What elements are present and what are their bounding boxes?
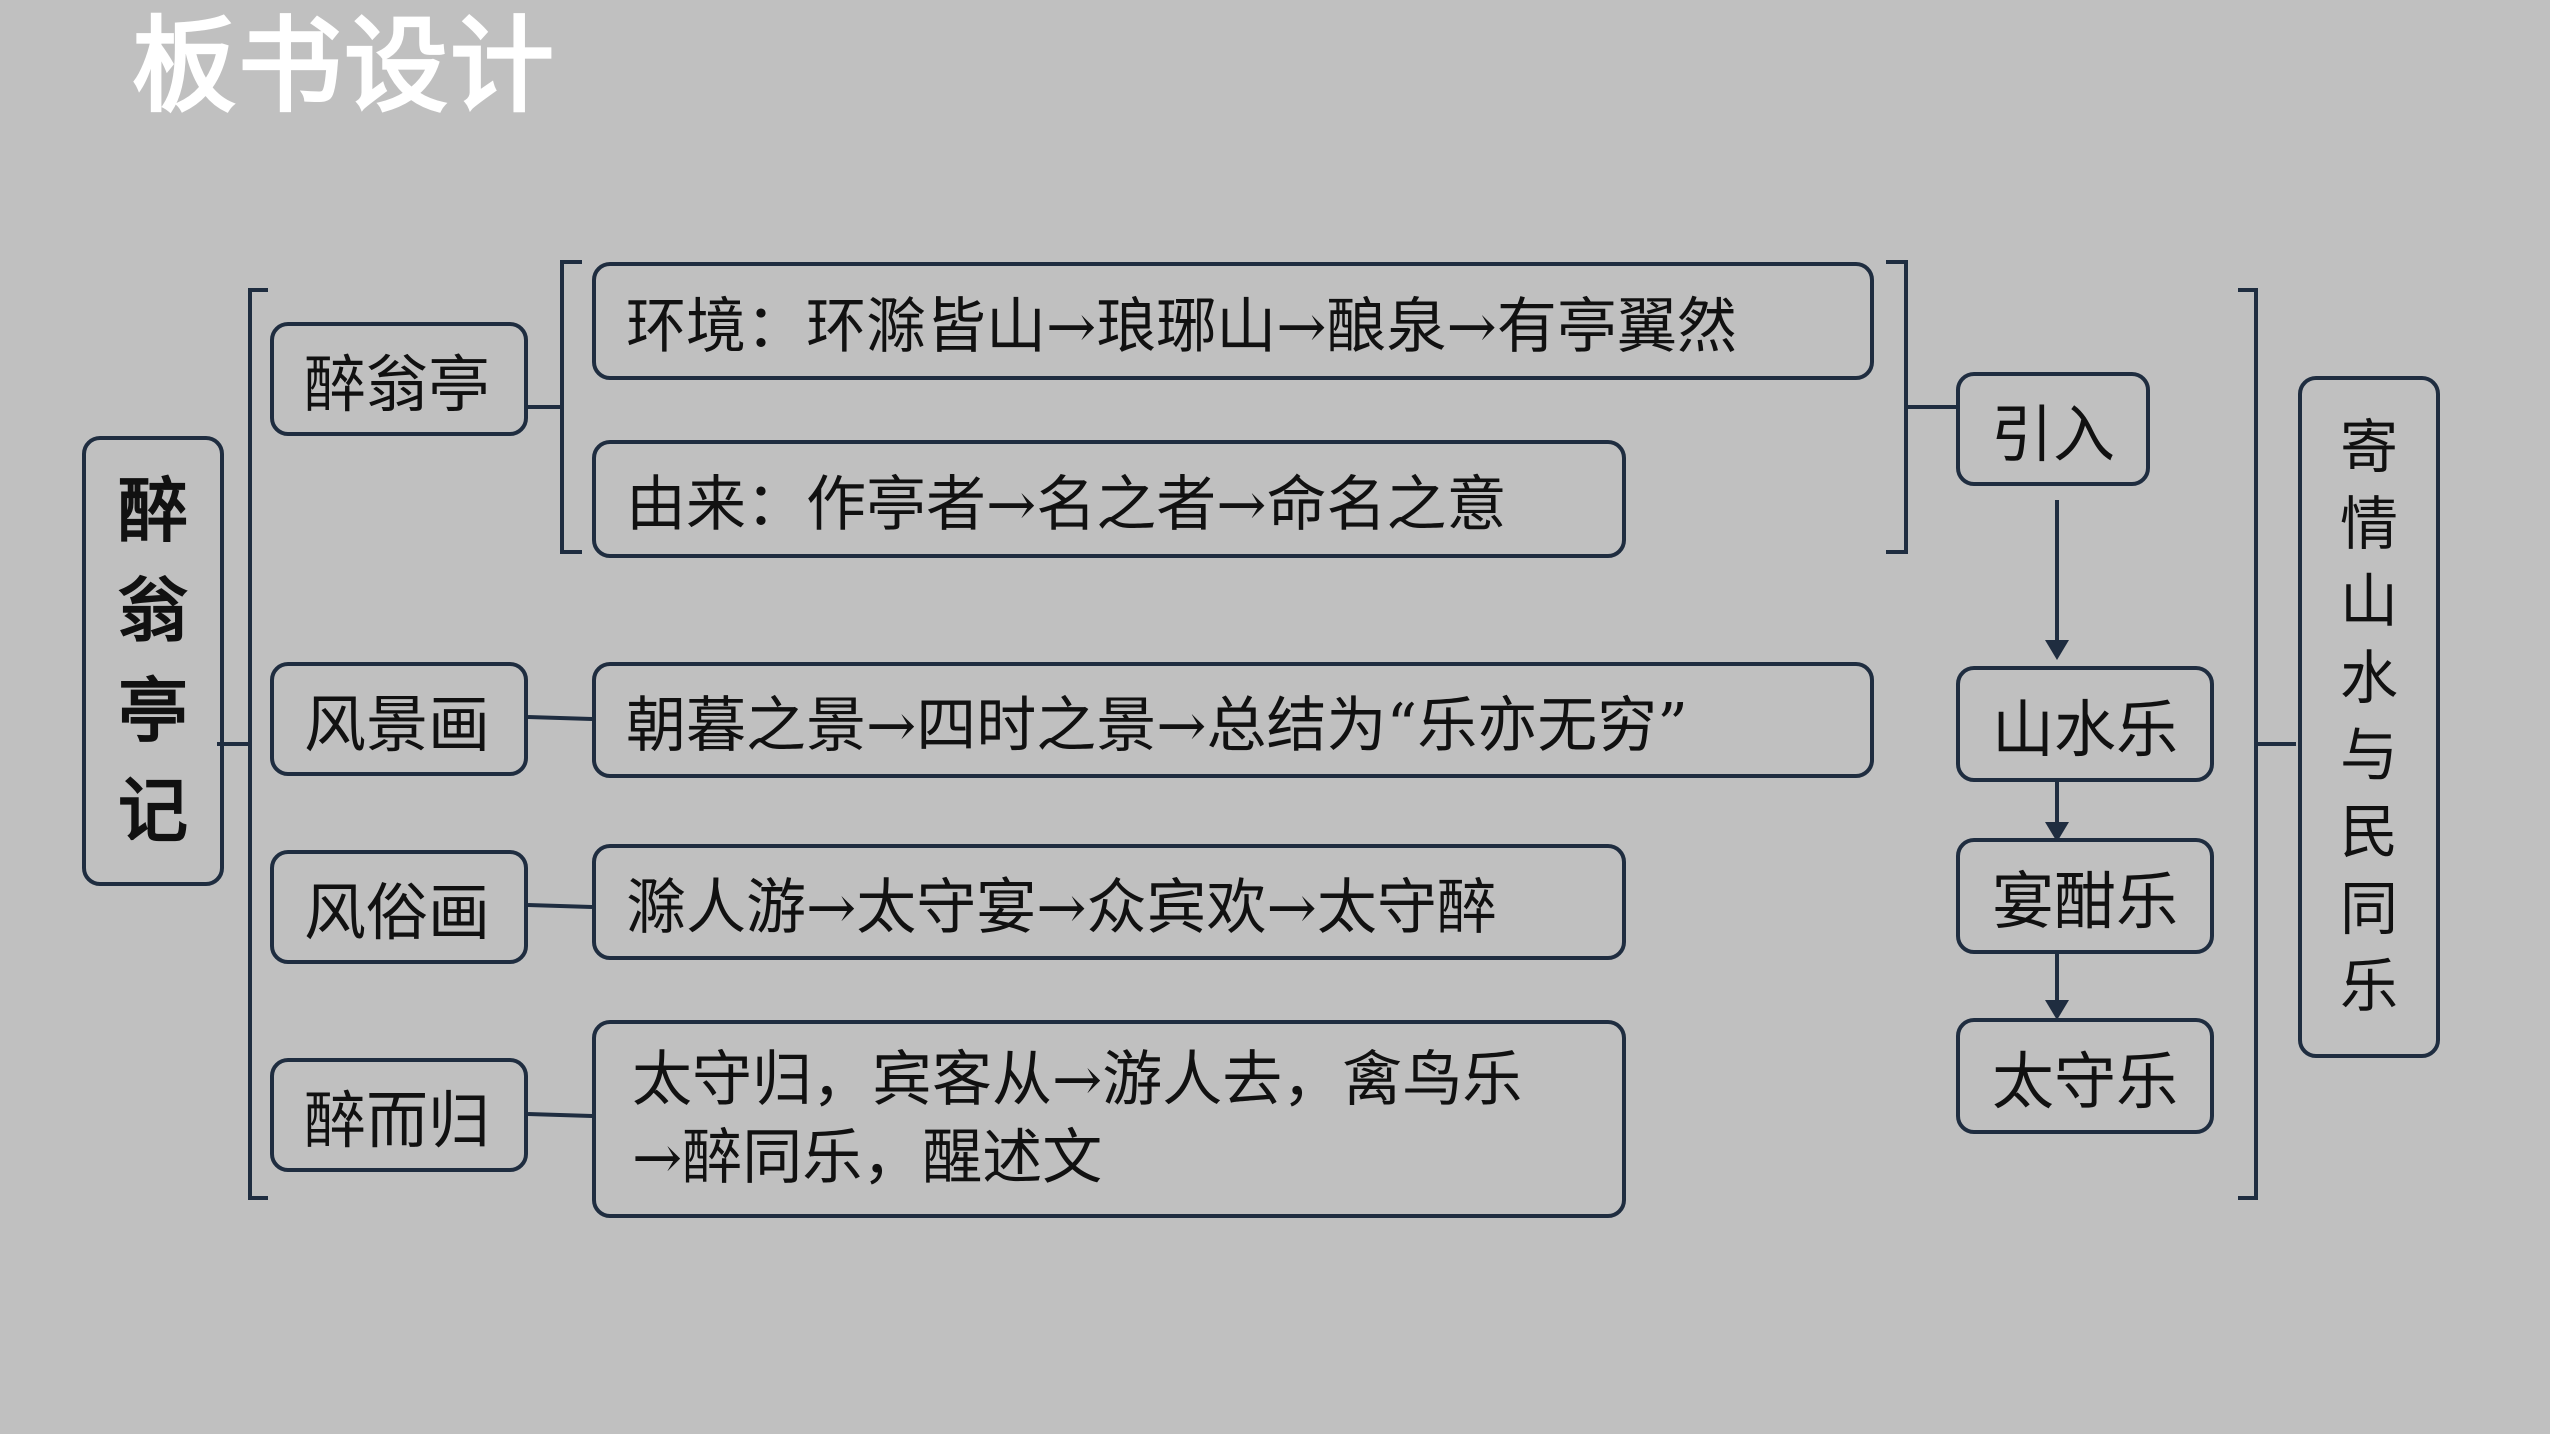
section-label-zuiergui: 醉而归 [270, 1058, 528, 1172]
content-zuiergui-line1: 太守归，宾客从→游人去，禽鸟乐 [632, 1045, 1523, 1115]
content-zuiergui-line2: →醉同乐，醒述文 [632, 1123, 1103, 1193]
content-youlai: 由来：作亭者→名之者→命名之意 [592, 440, 1626, 558]
conclusion-char: 乐 [2339, 952, 2398, 1020]
flow-yanhanle: 宴酣乐 [1956, 838, 2214, 954]
conclusion-box: 寄 情 山 水 与 民 同 乐 [2298, 376, 2440, 1058]
content-huanjing: 环境：环滁皆山→琅琊山→酿泉→有亭翼然 [592, 262, 1874, 380]
root-char: 记 [118, 769, 188, 852]
conclusion-char: 山 [2339, 567, 2398, 635]
root-title-box: 醉 翁 亭 记 [82, 436, 224, 886]
root-char: 翁 [118, 569, 188, 652]
section-label-fengjinghua: 风景画 [270, 662, 528, 776]
conclusion-char: 同 [2339, 875, 2398, 943]
page-title: 板书设计 [132, 5, 557, 127]
conclusion-char: 寄 [2339, 413, 2398, 481]
conclusion-char: 情 [2339, 490, 2398, 558]
conclusion-char: 民 [2339, 798, 2398, 866]
flow-yinru: 引入 [1956, 372, 2150, 486]
flow-taishoule: 太守乐 [1956, 1018, 2214, 1134]
root-char: 亭 [118, 669, 188, 752]
content-zuiergui: 太守归，宾客从→游人去，禽鸟乐 →醉同乐，醒述文 [592, 1020, 1626, 1218]
section-label-zuiwengting: 醉翁亭 [270, 322, 528, 436]
root-char: 醉 [118, 469, 188, 552]
conclusion-char: 与 [2339, 721, 2398, 789]
conclusion-char: 水 [2339, 644, 2398, 712]
flow-shanshuile: 山水乐 [1956, 666, 2214, 782]
content-fengjinghua: 朝暮之景→四时之景→总结为“乐亦无穷” [592, 662, 1874, 778]
content-fengsuhua: 滁人游→太守宴→众宾欢→太守醉 [592, 844, 1626, 960]
section-label-fengsuhua: 风俗画 [270, 850, 528, 964]
